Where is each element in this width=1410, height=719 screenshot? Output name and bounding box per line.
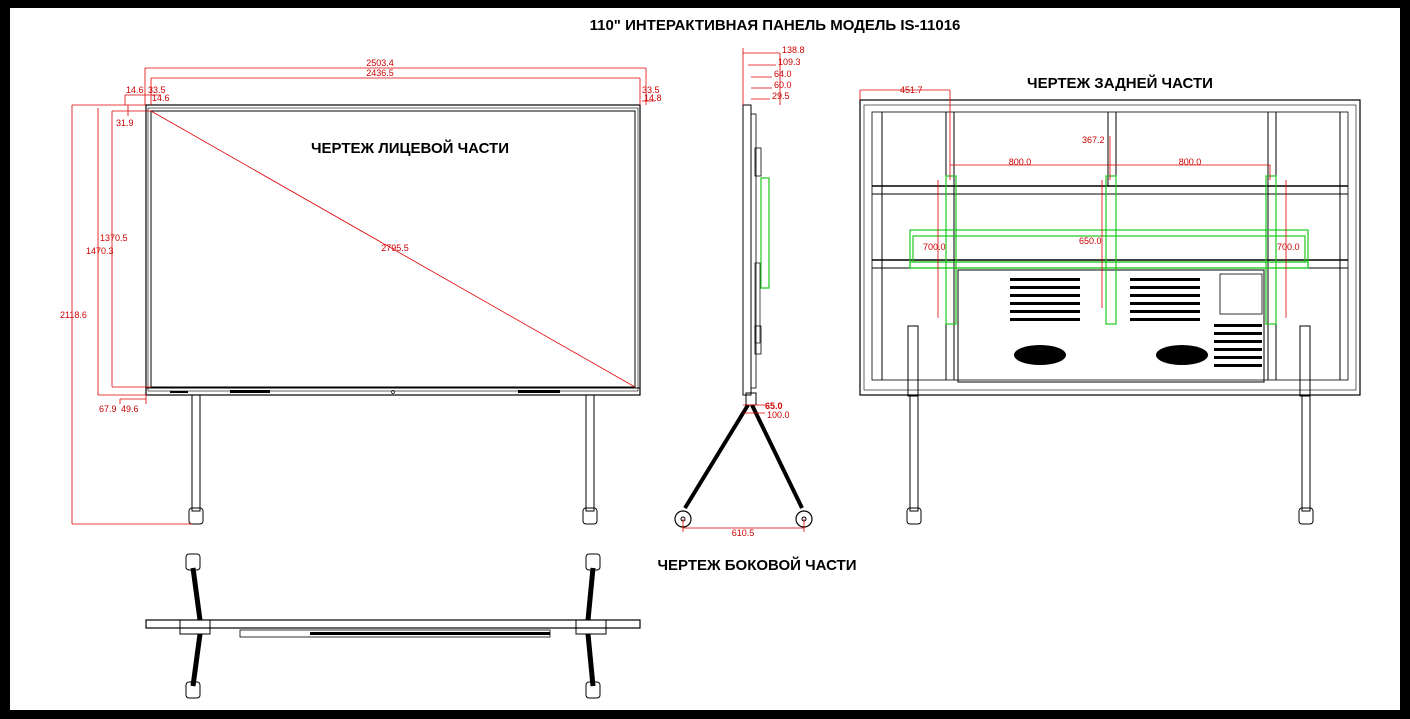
front-speaker-left	[230, 390, 270, 393]
back-dim-left-v: 700.0	[923, 242, 946, 252]
front-speaker-right	[518, 390, 560, 393]
back-panel-outline	[859, 99, 1361, 396]
side-profile-view: 138.8 109.3 64.0 60.0 29.5 65.0 100.0 61…	[674, 45, 813, 538]
back-view-label: ЧЕРТЕЖ ЗАДНЕЙ ЧАСТИ	[1027, 74, 1213, 92]
side-dim-bottom-1: 65.0	[765, 401, 783, 411]
back-vents-left	[1010, 278, 1080, 321]
back-speaker-right	[1156, 345, 1208, 365]
drawing-sheet: 110" ИНТЕРАКТИВНАЯ ПАНЕЛЬ МОДЕЛЬ IS-1101…	[10, 8, 1400, 710]
side-view-label: ЧЕРТЕЖ БОКОВОЙ ЧАСТИ	[658, 556, 857, 574]
dim-panel-height: 1470.3	[86, 246, 114, 256]
front-sensor	[391, 390, 395, 394]
back-leg-right	[1298, 325, 1314, 525]
back-vents-bottom-right	[1214, 324, 1262, 367]
back-dim-right-v: 700.0	[1277, 242, 1300, 252]
dim-screen-width: 2436.5	[366, 68, 394, 78]
back-dim-vesa-2: 800.0	[1179, 157, 1202, 167]
bottom-view	[145, 553, 641, 699]
back-speaker-left	[1014, 345, 1066, 365]
dim-overall-width: 2503.4	[366, 58, 394, 68]
dim-bottom-left: 67.9	[99, 404, 117, 414]
side-dim-base-width: 610.5	[732, 528, 755, 538]
front-view: 2503.4 2436.5 14.6 33.5 14.6 33.5 14.8 3…	[60, 58, 662, 525]
back-vents-right	[1130, 278, 1200, 321]
front-screen	[150, 110, 636, 388]
dim-total-height: 2118.6	[60, 310, 87, 320]
back-leg-left	[906, 325, 922, 525]
side-panel-body	[742, 104, 752, 396]
bottom-panel-body	[145, 619, 641, 629]
back-dim-vesa-1: 800.0	[1009, 157, 1032, 167]
front-leg-right	[582, 394, 598, 525]
side-dim-5: 29.5	[772, 91, 790, 101]
page-title: 110" ИНТЕРАКТИВНАЯ ПАНЕЛЬ МОДЕЛЬ IS-1101…	[590, 17, 961, 34]
technical-drawing: 110" ИНТЕРАКТИВНАЯ ПАНЕЛЬ МОДЕЛЬ IS-1101…	[60, 17, 1361, 699]
dim-top-offset: 31.9	[116, 118, 134, 128]
side-dim-bottom-2: 100.0	[767, 410, 790, 420]
side-dim-1: 138.8	[782, 45, 805, 55]
back-dim-center-v: 650.0	[1079, 236, 1102, 246]
side-bracket	[760, 177, 770, 289]
side-dim-4: 60.0	[774, 80, 792, 90]
back-dim-center-offset: 367.2	[1082, 135, 1105, 145]
front-buttons	[170, 391, 188, 393]
side-dim-3: 64.0	[774, 69, 792, 79]
dim-bezel-left-outer: 33.5	[148, 85, 166, 95]
front-panel-inner	[147, 107, 639, 392]
back-view: 451.7 800.0 800.0 367.2 700.0 650.0 700.…	[859, 74, 1361, 525]
dim-bezel-right-inner: 14.8	[644, 93, 662, 103]
front-bottom-bar	[145, 387, 641, 396]
diagonal-line	[150, 110, 636, 388]
dim-screen-height: 1370.5	[100, 233, 128, 243]
dim-bottom-inner: 49.6	[121, 404, 139, 414]
back-dim-left-offset: 451.7	[900, 85, 923, 95]
dim-bezel-left-inner: 14.6	[152, 93, 170, 103]
front-leg-left	[188, 394, 204, 525]
dim-bezel-left-top: 14.6	[126, 85, 144, 95]
back-electronics-box	[957, 269, 1265, 383]
front-view-label: ЧЕРТЕЖ ЛИЦЕВОЙ ЧАСТИ	[311, 139, 509, 157]
dim-bezel-right-outer: 33.5	[642, 85, 660, 95]
vesa-bracket	[909, 175, 1309, 325]
dim-diagonal: 2795.5	[381, 243, 409, 253]
side-dim-2: 109.3	[778, 57, 801, 67]
